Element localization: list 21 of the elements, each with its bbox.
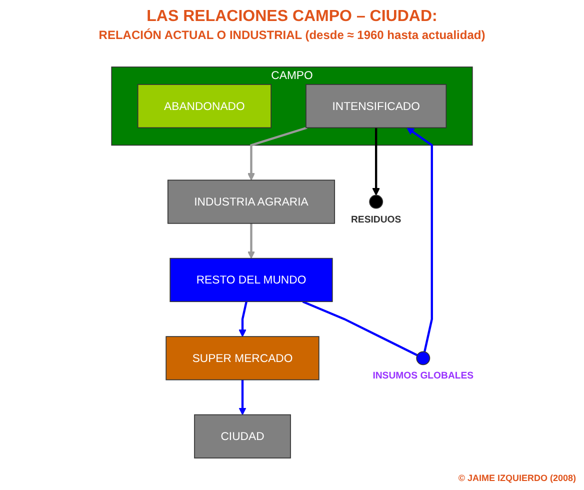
node-caption: INSUMOS GLOBALES [372, 370, 474, 382]
arrow [247, 126, 308, 180]
process-box: CIUDAD [194, 414, 291, 458]
arrow [247, 223, 256, 259]
flow-diagram: CAMPO ABANDONADO INTENSIFICADO INDUSTRIA AGRARIA RESIDUOS RESTO DEL MUNDO SUPER MERCADO INSUMOS GLOBALES CIUDAD [0, 60, 584, 465]
process-box: INDUSTRIA AGRARIA [167, 180, 336, 224]
circle-node [416, 351, 430, 366]
cluster [111, 66, 473, 146]
arrow [406, 127, 433, 352]
arrow [238, 380, 246, 416]
process-box: ABANDONADO [137, 84, 272, 128]
arrow [238, 301, 248, 337]
arrow [372, 128, 380, 196]
copyright-note: © JAIME IZQUIERDO (2008) [458, 472, 576, 484]
node-caption: RESIDUOS [350, 214, 402, 226]
process-box: INTENSIFICADO [306, 84, 447, 128]
process-box: SUPER MERCADO [166, 336, 320, 380]
circle-node [369, 194, 384, 209]
subtitle: RELACIÓN ACTUAL O INDUSTRIAL (desde ≈ 1960 hasta actualidad) [98, 28, 486, 42]
diagram-title: LAS RELACIONES CAMPO – CIUDAD: [146, 8, 438, 26]
process-box: RESTO DEL MUNDO [170, 258, 333, 302]
